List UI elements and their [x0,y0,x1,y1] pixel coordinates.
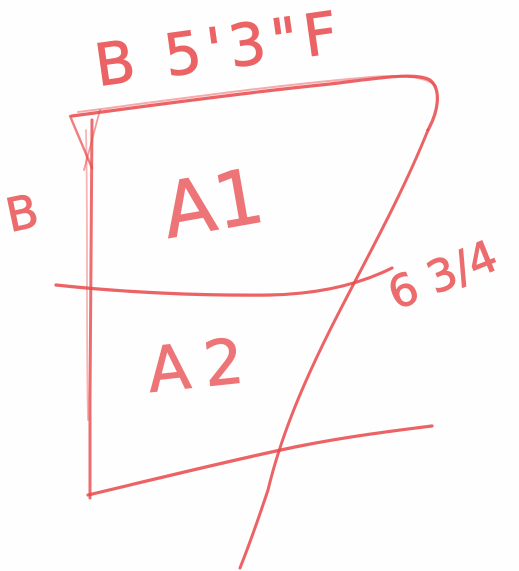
left-label: B [1,183,43,242]
outline-bottom-edge [86,424,434,497]
outline-left-edge [88,118,94,500]
region-top-label: A1 [156,151,270,256]
divider-line [54,266,394,297]
region-bottom-label: A2 [144,323,261,407]
outline-top-edge [70,74,439,132]
outline-left-edge-overstroke [85,129,89,421]
corner-tick-short [83,109,101,171]
corner-tick [68,114,94,170]
outline-top-edge-overstroke [77,75,437,113]
side-label: 6 3/4 [381,231,505,321]
outline-right-edge [238,128,430,570]
